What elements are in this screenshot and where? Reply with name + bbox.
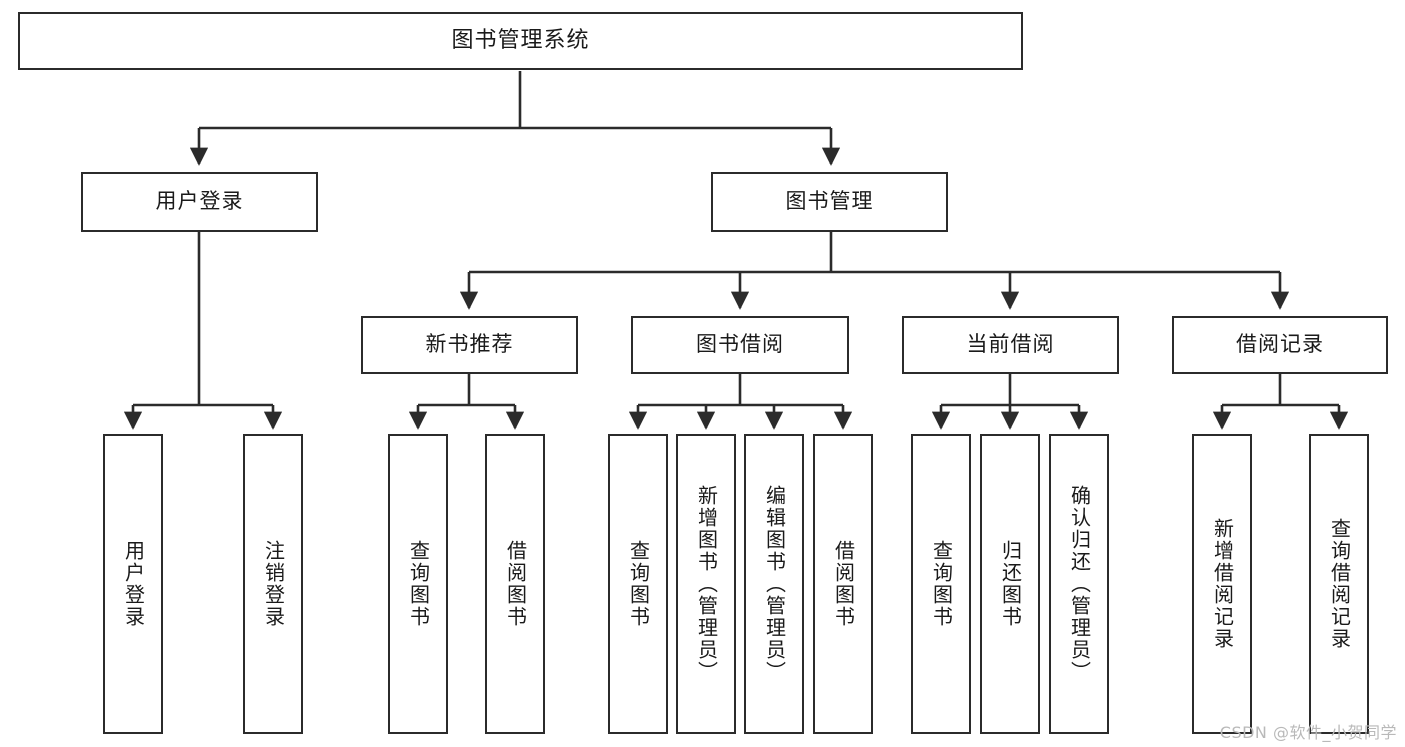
node-root-book-management-system[interactable]: 图书管理系统 xyxy=(18,12,1023,70)
node-label: 图书管理系统 xyxy=(451,27,590,53)
node-leaf-add-borrow-record[interactable]: 新增借阅记录 xyxy=(1192,434,1252,734)
node-leaf-add-book-admin[interactable]: 新增图书（管理员） xyxy=(676,434,736,734)
node-label: 用户登录 xyxy=(155,189,244,214)
node-label: 用户登录 xyxy=(121,540,146,628)
node-book-management[interactable]: 图书管理 xyxy=(711,172,948,232)
node-book-borrow[interactable]: 图书借阅 xyxy=(631,316,849,374)
node-label: 新增借阅记录 xyxy=(1210,518,1235,650)
node-label: 查询图书 xyxy=(626,540,651,628)
node-label: 归还图书 xyxy=(998,540,1023,628)
node-leaf-query-borrow-record[interactable]: 查询借阅记录 xyxy=(1309,434,1369,734)
node-label: 新书推荐 xyxy=(425,332,514,357)
node-current-borrow[interactable]: 当前借阅 xyxy=(902,316,1119,374)
node-label: 编辑图书（管理员） xyxy=(762,485,787,683)
node-label: 借阅图书 xyxy=(831,540,856,628)
node-leaf-borrow-book-recommend[interactable]: 借阅图书 xyxy=(485,434,545,734)
node-label: 借阅记录 xyxy=(1236,332,1324,357)
node-new-book-recommend[interactable]: 新书推荐 xyxy=(361,316,578,374)
node-label: 图书借阅 xyxy=(696,332,784,357)
node-leaf-query-book-current[interactable]: 查询图书 xyxy=(911,434,971,734)
node-label: 新增图书（管理员） xyxy=(694,485,719,683)
node-borrow-record[interactable]: 借阅记录 xyxy=(1172,316,1388,374)
node-label: 确认归还（管理员） xyxy=(1067,485,1092,683)
node-leaf-borrow-book[interactable]: 借阅图书 xyxy=(813,434,873,734)
node-leaf-query-book-borrow[interactable]: 查询图书 xyxy=(608,434,668,734)
node-label: 查询借阅记录 xyxy=(1327,518,1352,650)
node-leaf-user-login[interactable]: 用户登录 xyxy=(103,434,163,734)
node-label: 借阅图书 xyxy=(503,540,528,628)
node-user-login[interactable]: 用户登录 xyxy=(81,172,318,232)
node-label: 查询图书 xyxy=(406,540,431,628)
node-leaf-return-book[interactable]: 归还图书 xyxy=(980,434,1040,734)
node-leaf-query-book-recommend[interactable]: 查询图书 xyxy=(388,434,448,734)
node-label: 查询图书 xyxy=(929,540,954,628)
node-leaf-edit-book-admin[interactable]: 编辑图书（管理员） xyxy=(744,434,804,734)
node-label: 注销登录 xyxy=(261,540,286,628)
node-label: 当前借阅 xyxy=(966,332,1055,357)
node-label: 图书管理 xyxy=(785,189,874,214)
watermark: CSDN @软件_小贺同学 xyxy=(1219,723,1397,742)
node-leaf-logout[interactable]: 注销登录 xyxy=(243,434,303,734)
node-leaf-confirm-return-admin[interactable]: 确认归还（管理员） xyxy=(1049,434,1109,734)
